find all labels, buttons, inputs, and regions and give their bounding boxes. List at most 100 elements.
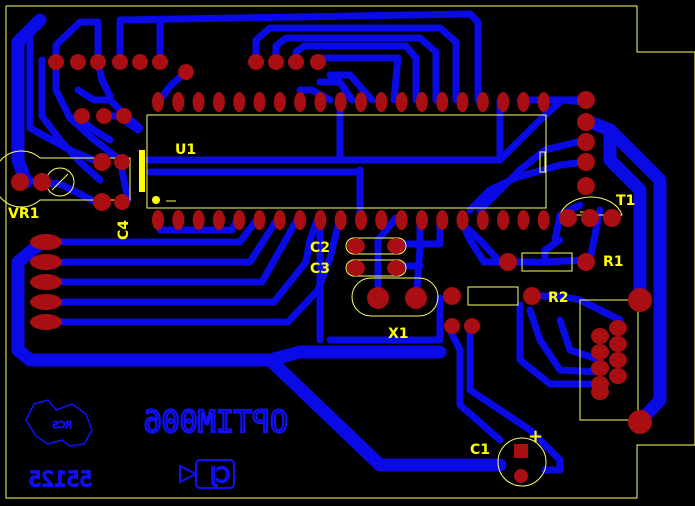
label-t1: T1 <box>616 193 635 209</box>
u1-pad-bottom <box>497 210 510 230</box>
connector-pin-pad <box>591 344 609 360</box>
header-pad <box>132 54 148 70</box>
u1-pad-top <box>395 92 408 112</box>
u1-pad-top <box>497 92 510 112</box>
label-r2: R2 <box>548 290 569 306</box>
label-x1: X1 <box>388 326 409 342</box>
u1-pad-bottom <box>436 210 449 230</box>
right-pad <box>577 113 595 131</box>
t1-outline <box>559 196 623 216</box>
header-pad <box>310 54 326 70</box>
via-pad <box>464 318 480 334</box>
c4-pad <box>114 154 130 170</box>
r1-body <box>521 252 573 272</box>
u1-pad-bottom <box>314 210 327 230</box>
copper-traces <box>11 10 667 474</box>
u1-pad-top <box>537 92 550 112</box>
u1-pad-bottom <box>537 210 550 230</box>
via-pad <box>178 64 194 80</box>
header-pad <box>112 54 128 70</box>
cj-mark: CJ <box>179 459 235 489</box>
right-pad <box>577 177 595 195</box>
svg-text:CJ: CJ <box>210 463 230 487</box>
connector-left-pad <box>30 274 62 290</box>
pin1-dot <box>152 196 160 204</box>
r1-pad <box>499 253 517 271</box>
connector-left-pad <box>30 234 62 250</box>
vr1-outline <box>0 150 131 208</box>
u1-pad-top <box>456 92 469 112</box>
c4-body <box>139 150 145 192</box>
header-pad <box>48 54 64 70</box>
header-pad <box>90 54 106 70</box>
vr1-pad <box>93 153 111 171</box>
c2-pad <box>347 238 365 254</box>
vr1-pad <box>93 193 111 211</box>
vr1-pad <box>33 173 51 191</box>
connector-pin-pad <box>609 352 627 368</box>
c1-pad-negative <box>514 469 528 483</box>
u1-pad-bottom <box>172 210 185 230</box>
u1-pad-bottom <box>152 210 164 230</box>
silkscreen <box>0 114 639 487</box>
vr1-pad <box>11 173 29 191</box>
u1-pad-top <box>476 92 489 112</box>
c2-outline <box>345 237 407 255</box>
connector-pin-pad <box>609 336 627 352</box>
label-c1: C1 <box>470 442 490 458</box>
u1-notch <box>539 151 546 173</box>
via-pad <box>96 108 112 124</box>
u1-pad-bottom <box>375 210 388 230</box>
u1-pad-bottom <box>273 210 286 230</box>
u1-pad-bottom <box>476 210 489 230</box>
u1-pad-bottom <box>395 210 408 230</box>
u1-pad-top <box>415 92 428 112</box>
u1-pad-top <box>192 92 205 112</box>
u1-pad-bottom <box>517 210 530 230</box>
u1-pad-top <box>273 92 286 112</box>
u1-pad-top <box>517 92 530 112</box>
header-pad <box>70 54 86 70</box>
t1-pad <box>559 209 577 227</box>
u1-pad-top <box>212 92 225 112</box>
board-outline <box>5 5 695 499</box>
x1-pad <box>367 287 389 309</box>
u1-pad-top <box>294 92 307 112</box>
c1-pad-positive <box>514 444 528 458</box>
label-u1: U1 <box>175 142 196 158</box>
connector-mount-pad <box>628 288 652 312</box>
c1-outline <box>497 437 547 487</box>
u1-pad-top <box>375 92 388 112</box>
pad-group <box>11 54 652 483</box>
header-pad <box>288 54 304 70</box>
u1-pad-bottom <box>355 210 367 230</box>
connector-left-pad <box>30 314 62 330</box>
u1-pad-bottom <box>456 210 469 230</box>
u1-pad-bottom <box>233 210 246 230</box>
board-title-text: OPTIM006 <box>144 405 289 440</box>
t1-pad <box>581 209 599 227</box>
label-c4: C4 <box>116 220 132 240</box>
u1-pad-bottom <box>334 210 347 230</box>
copper-text: OPTIM006 55125 RCS CJ <box>25 399 289 492</box>
u1-pad-bottom <box>415 210 428 230</box>
u1-pad-top <box>355 92 367 112</box>
r2-pad <box>523 287 541 305</box>
r2-body <box>467 286 519 306</box>
t1-pad <box>603 209 621 227</box>
connector-pin-pad <box>591 360 609 376</box>
c3-pad <box>387 260 405 276</box>
c2-pad <box>387 238 405 254</box>
u1-pad-top <box>334 92 347 112</box>
connector-left-pad <box>30 254 62 270</box>
x1-pad <box>405 287 427 309</box>
via-pad <box>116 108 132 124</box>
component-labels: U1 VR1 C4 C2 C3 X1 T1 R1 R2 C1 + <box>8 142 635 458</box>
u1-pad-bottom <box>253 210 266 230</box>
connector-outline <box>579 299 639 421</box>
header-pad <box>248 54 264 70</box>
board-code-text: 55125 <box>28 467 92 491</box>
u1-pad-top <box>152 92 164 112</box>
